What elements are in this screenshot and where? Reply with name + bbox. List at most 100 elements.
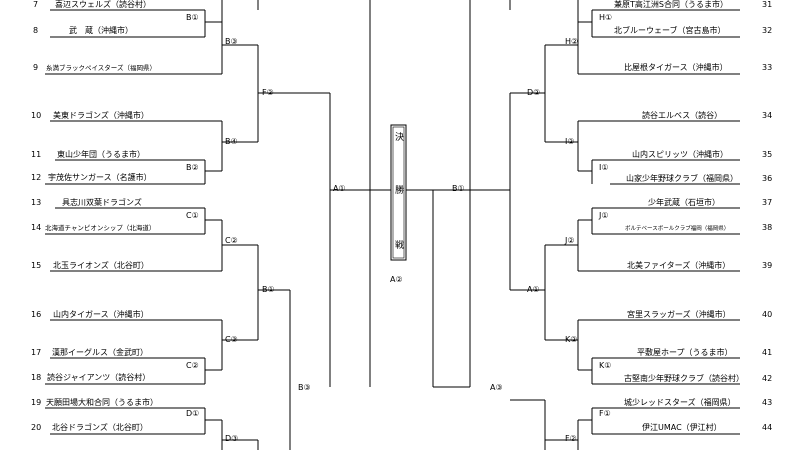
team-name: 山家少年野球クラブ（福岡県） <box>626 173 738 183</box>
team-name: 城少レッドスターズ（福岡県） <box>624 397 736 407</box>
left-match-labels: B① B③ F② B④ B② A① C① C② B① C③ C② B③ D① D… <box>186 13 346 443</box>
team-number: 41 <box>762 348 772 357</box>
team-number: 10 <box>31 111 41 120</box>
right-team-37: 少年武蔵（石垣市） 37 <box>648 197 772 207</box>
team-number: 31 <box>762 0 772 9</box>
right-team-42: 古堅南少年野球クラブ（読谷村） 42 <box>624 373 772 383</box>
team-number: 12 <box>31 173 41 182</box>
match-label: B① <box>452 184 465 193</box>
team-name: 北ブルーウェーブ（宮古島市） <box>614 25 726 35</box>
team-number: 34 <box>762 111 772 120</box>
match-label: B② <box>186 163 199 172</box>
team-number: 38 <box>762 223 772 232</box>
team-name: ボルテベースボールクラブ福岡（福岡県） <box>625 224 729 232</box>
left-bracket-lines <box>45 0 371 450</box>
team-name: 少年武蔵（石垣市） <box>648 197 720 207</box>
team-number: 18 <box>31 373 41 382</box>
team-name: 山内スピリッツ（沖縄市） <box>632 149 728 159</box>
team-number: 37 <box>762 198 772 207</box>
right-team-33: 比屋根タイガース（沖縄市） 33 <box>624 62 772 72</box>
left-team-16: 16 山内タイガース（沖縄市） <box>31 309 149 319</box>
match-label: I② <box>565 137 575 146</box>
right-bracket-lines <box>432 0 740 450</box>
match-label: H① <box>599 13 612 22</box>
left-team-19: 19 天願田場大和合同（うるま市） <box>31 397 158 407</box>
team-number: 16 <box>31 310 41 319</box>
right-team-38: ボルテベースボールクラブ福岡（福岡県） 38 <box>625 223 772 232</box>
team-name: 東山少年団（うるま市） <box>57 149 145 159</box>
team-name: 兼原T高江洲S合同（うるま市） <box>614 0 728 9</box>
match-label: I① <box>599 163 609 172</box>
left-team-17: 17 漢那イーグルス（金武町） <box>31 347 148 357</box>
match-label: B③ <box>298 383 311 392</box>
left-team-8: 8 武 蔵（沖縄市） <box>33 25 133 35</box>
final-char-1: 決 <box>395 131 404 143</box>
team-number: 42 <box>762 374 772 383</box>
right-team-40: 宮里スラッガーズ（沖縄市） 40 <box>627 309 772 319</box>
match-label: D② <box>527 88 540 97</box>
team-number: 7 <box>33 0 38 9</box>
team-number: 15 <box>31 261 41 270</box>
team-number: 20 <box>31 423 41 432</box>
team-number: 14 <box>31 223 41 232</box>
match-label: F② <box>262 88 274 97</box>
team-name: 伊江UMAC（伊江村） <box>642 422 722 432</box>
match-label: D③ <box>225 434 238 443</box>
match-label: B① <box>186 13 199 22</box>
team-name: 北海道チャンピオンシップ（北海道） <box>45 223 155 232</box>
team-name: 北美ファイターズ（沖縄市） <box>627 260 730 270</box>
team-name: 読谷エルベス（読谷） <box>642 110 722 120</box>
team-name: 北谷ドラゴンズ（北谷町） <box>52 422 148 432</box>
left-team-9: 9 糸満ブラックペイスターズ（福岡県） <box>33 63 156 72</box>
left-team-10: 10 美東ドラゴンズ（沖縄市） <box>31 110 149 120</box>
team-name: 平敷屋ホープ（うるま市） <box>637 347 733 357</box>
team-name: 比屋根タイガース（沖縄市） <box>624 62 728 72</box>
team-name: 具志川双葉ドラゴンズ <box>62 197 142 207</box>
team-number: 44 <box>762 423 772 432</box>
team-name: 古堅南少年野球クラブ（読谷村） <box>624 373 744 383</box>
team-name: 喜辺スウェルズ（読谷村） <box>55 0 151 9</box>
right-team-35: 山内スピリッツ（沖縄市） 35 <box>632 149 772 159</box>
match-label: J② <box>564 236 575 245</box>
match-label: H② <box>565 37 578 46</box>
team-number: 39 <box>762 261 772 270</box>
match-label: C② <box>225 236 238 245</box>
team-number: 33 <box>762 63 772 72</box>
match-label: F② <box>565 434 577 443</box>
team-name: 糸満ブラックペイスターズ（福岡県） <box>46 63 156 72</box>
right-team-32: 北ブルーウェーブ（宮古島市） 32 <box>614 25 772 35</box>
match-label: A① <box>527 285 540 294</box>
final-box: 決 勝 戦 A② <box>370 124 433 284</box>
left-team-11: 11 東山少年団（うるま市） <box>31 149 145 159</box>
right-team-41: 平敷屋ホープ（うるま市） 41 <box>637 347 772 357</box>
right-teams: 兼原T高江洲S合同（うるま市） 31 北ブルーウェーブ（宮古島市） 32 比屋根… <box>614 0 772 432</box>
match-label: J① <box>598 211 609 220</box>
final-box-inner <box>392 126 405 259</box>
match-label: A① <box>333 184 346 193</box>
team-name: 美東ドラゴンズ（沖縄市） <box>53 110 149 120</box>
team-name: 漢那イーグルス（金武町） <box>52 347 148 357</box>
team-number: 32 <box>762 26 772 35</box>
match-label: D① <box>186 409 199 418</box>
left-team-18: 18 読谷ジャイアンツ（読谷村） <box>31 372 150 382</box>
match-label: K① <box>599 361 611 370</box>
left-teams: 7 喜辺スウェルズ（読谷村） 8 武 蔵（沖縄市） 9 糸満ブラックペイスターズ… <box>31 0 158 432</box>
team-number: 8 <box>33 26 38 35</box>
match-label: C① <box>186 211 199 220</box>
left-team-20: 20 北谷ドラゴンズ（北谷町） <box>31 422 148 432</box>
team-number: 43 <box>762 398 772 407</box>
right-team-43: 城少レッドスターズ（福岡県） 43 <box>624 397 772 407</box>
final-char-2: 勝 <box>395 184 404 196</box>
right-team-36: 山家少年野球クラブ（福岡県） 36 <box>626 173 772 183</box>
left-team-14: 14 北海道チャンピオンシップ（北海道） <box>31 223 155 232</box>
left-team-13: 13 具志川双葉ドラゴンズ <box>31 197 142 207</box>
match-label: B① <box>262 285 275 294</box>
match-label: A③ <box>490 383 503 392</box>
match-label: B③ <box>225 37 238 46</box>
right-team-31: 兼原T高江洲S合同（うるま市） 31 <box>614 0 772 9</box>
team-name: 宮里スラッガーズ（沖縄市） <box>627 309 731 319</box>
final-box-outer <box>390 124 407 261</box>
right-match-labels: H① H② D② I② I① B① J① J② A① K② K① A③ F① F… <box>452 13 612 443</box>
team-number: 11 <box>31 150 41 159</box>
